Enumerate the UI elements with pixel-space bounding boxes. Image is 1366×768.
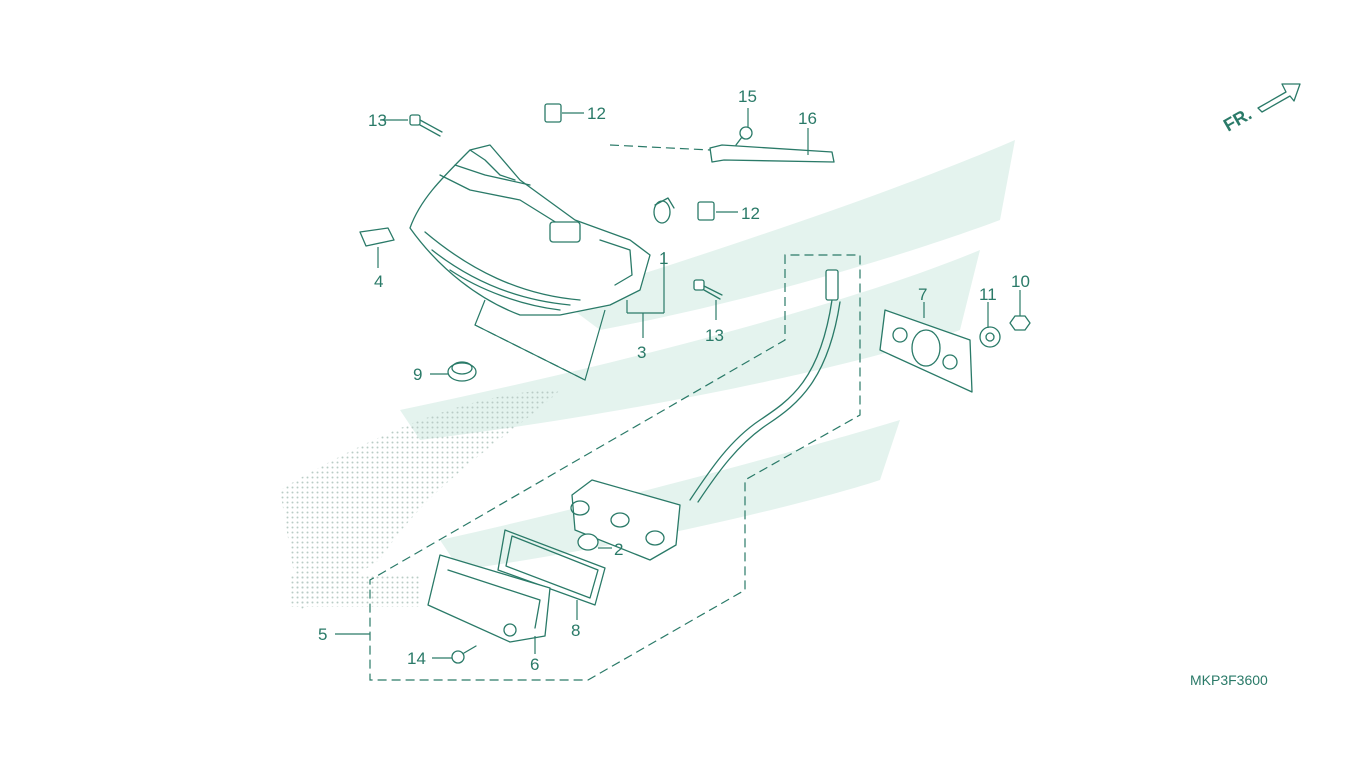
taillight-housing — [409, 144, 651, 316]
part-10-nut — [1009, 315, 1031, 331]
callout-7: 7 — [918, 285, 927, 304]
part-6-lens — [427, 554, 551, 643]
part-15-screw — [735, 126, 753, 146]
part-12-clip-lower — [697, 201, 715, 221]
part-16-stay — [709, 144, 835, 163]
part-8-gasket — [497, 529, 606, 606]
callout-1: 1 — [659, 249, 668, 268]
callout-3: 3 — [637, 343, 646, 362]
part-11-collar — [979, 326, 1001, 348]
callout-6: 6 — [530, 655, 539, 674]
part-13-bolt-lower — [693, 279, 723, 300]
license-lamp-base — [570, 479, 681, 561]
callout-8: 8 — [571, 621, 580, 640]
callout-11: 11 — [979, 285, 997, 304]
part-1-socket — [653, 197, 675, 224]
part-13-bolt-upper — [409, 114, 443, 137]
part-12-clip-upper — [544, 103, 562, 123]
callout-10: 10 — [1011, 272, 1030, 291]
front-arrow-icon — [1257, 83, 1301, 113]
part-4-cushion — [359, 227, 395, 247]
callout-9: 9 — [413, 365, 422, 384]
callout-13-upper: 13 — [368, 111, 387, 130]
part-2-bulb — [577, 533, 599, 551]
callout-13-lower: 13 — [705, 326, 724, 345]
part-7-reflector — [879, 309, 973, 393]
callout-14: 14 — [407, 649, 426, 668]
callout-12-upper: 12 — [587, 104, 606, 123]
front-direction-indicator: FR. — [1220, 83, 1301, 136]
part-14-screw — [451, 645, 477, 664]
callout-4: 4 — [374, 272, 383, 291]
diagram-reference-code: MKP3F3600 — [1190, 672, 1268, 688]
part-9-grommet — [447, 361, 477, 382]
callout-5: 5 — [318, 625, 327, 644]
license-lamp-wiring — [689, 269, 841, 503]
callout-2: 2 — [614, 540, 623, 559]
callouts: 13 12 15 16 12 1 4 13 3 7 11 10 9 2 8 5 … — [318, 87, 1030, 674]
callout-12-lower: 12 — [741, 204, 760, 223]
leader-lines — [335, 108, 1021, 659]
front-label: FR. — [1220, 104, 1255, 136]
callout-15: 15 — [738, 87, 757, 106]
callout-16: 16 — [798, 109, 817, 128]
